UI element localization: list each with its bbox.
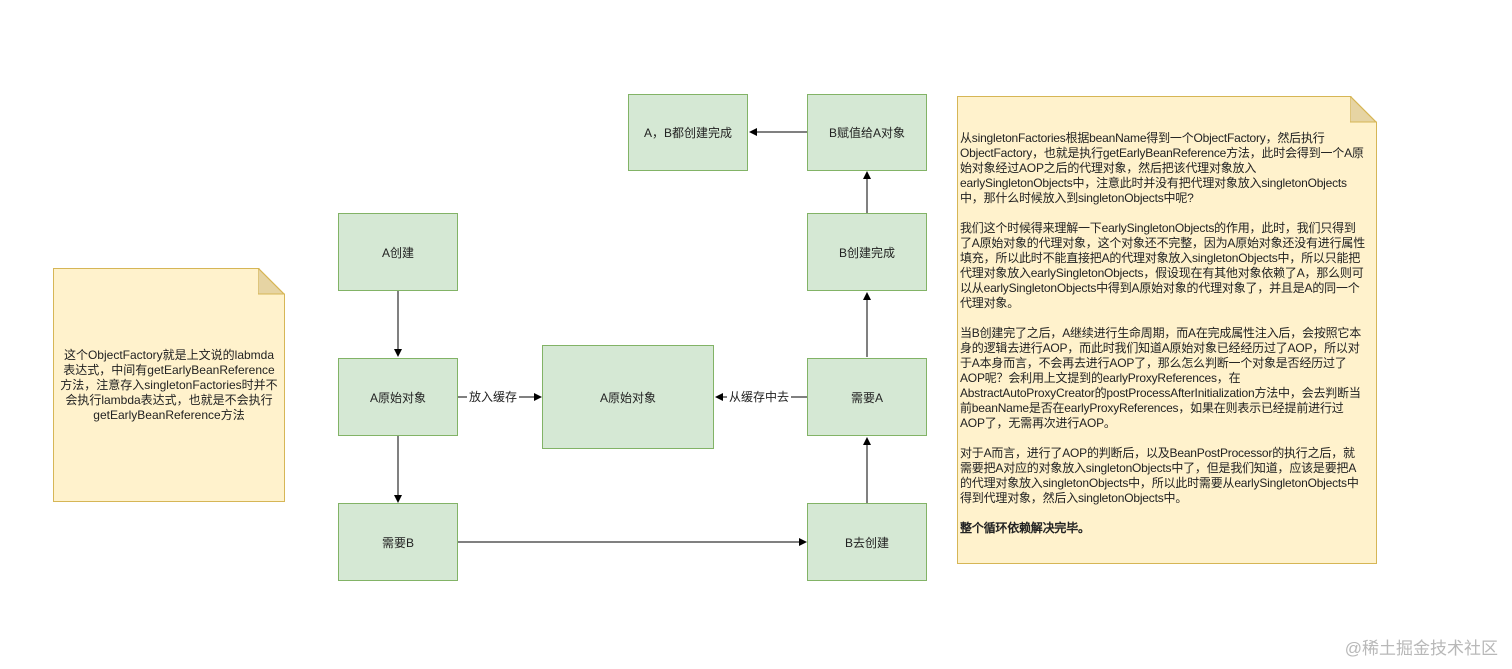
note-explanation: 从singletonFactories根据beanName得到一个ObjectF… (957, 96, 1377, 564)
node-b-create-done[interactable]: B创建完成 (807, 213, 927, 291)
node-a-raw-object-cache[interactable]: A原始对象 (542, 345, 714, 449)
note-paragraph: 对于A而言，进行了AOP的判断后，以及BeanPostProcessor的执行之… (960, 446, 1359, 505)
note-paragraph: 当B创建完了之后，A继续进行生命周期，而A在完成属性注入后，会按照它本身的逻辑去… (960, 326, 1362, 430)
note-objectfactory: 这个ObjectFactory就是上文说的labmda表达式，中间有getEar… (53, 268, 285, 502)
note-fold-icon (1350, 96, 1377, 123)
edge-label-put-cache: 放入缓存 (467, 390, 520, 404)
note-fold-icon (258, 268, 285, 295)
node-b-go-create[interactable]: B去创建 (807, 503, 927, 581)
node-a-raw-object[interactable]: A原始对象 (338, 358, 458, 436)
edge-label-from-cache: 从缓存中去 (727, 390, 792, 404)
node-need-b[interactable]: 需要B (338, 503, 458, 581)
note-objectfactory-text: 这个ObjectFactory就是上文说的labmda表达式，中间有getEar… (60, 347, 278, 422)
node-need-a[interactable]: 需要A (807, 358, 927, 436)
note-paragraph: 从singletonFactories根据beanName得到一个ObjectF… (960, 131, 1364, 205)
note-paragraph: 我们这个时候得来理解一下earlySingletonObjects的作用，此时，… (960, 221, 1366, 310)
node-a-create[interactable]: A创建 (338, 213, 458, 291)
node-b-assign-a[interactable]: B赋值给A对象 (807, 94, 927, 171)
note-conclusion: 整个循环依赖解决完毕。 (960, 521, 1090, 535)
watermark: @稀土掘金技术社区 (1344, 639, 1498, 658)
node-both-done[interactable]: A，B都创建完成 (628, 94, 748, 171)
